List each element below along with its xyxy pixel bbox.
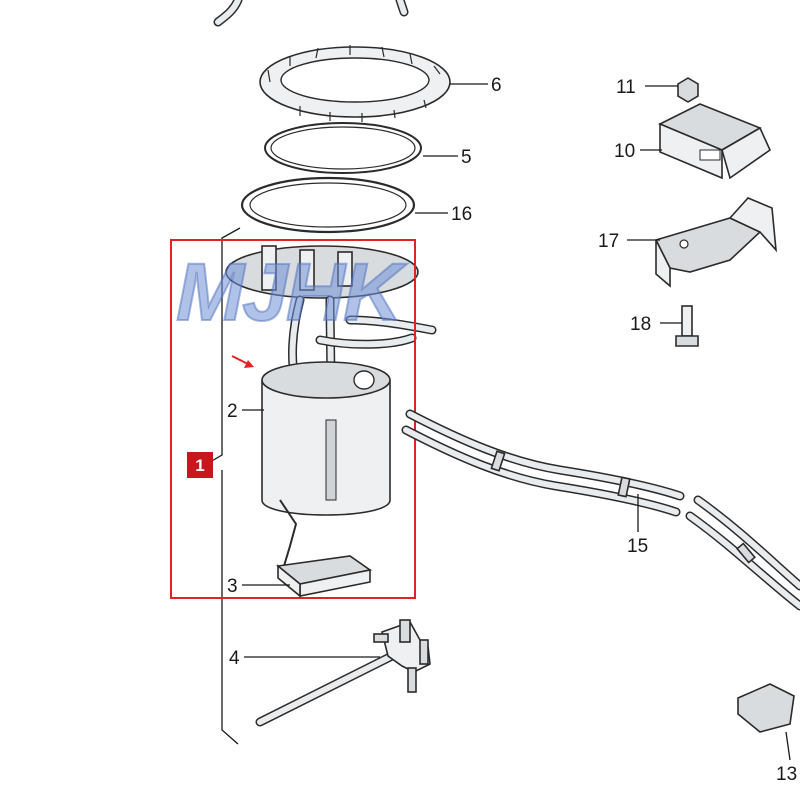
part-6-locking-ring [259, 45, 451, 122]
callout-5: 5 [461, 147, 472, 168]
callout-17: 17 [598, 231, 619, 252]
part-5-seal [264, 122, 422, 174]
part-10-control-unit [658, 103, 772, 180]
watermark: MJHK [176, 247, 408, 338]
svg-text:1: 1 [195, 456, 204, 475]
callout-13: 13 [776, 764, 797, 785]
part-15-fuel-lines [401, 409, 800, 611]
part-18-bolt [675, 305, 699, 347]
callout-16: 16 [451, 204, 472, 225]
callout-4: 4 [229, 648, 240, 669]
callout-6: 6 [491, 75, 502, 96]
callout-15: 15 [627, 536, 648, 557]
callout-11: 11 [616, 77, 636, 98]
highlight-badge: 1 [187, 452, 213, 478]
top-hose-fragments [213, 0, 409, 27]
red-arrowhead-icon [244, 360, 254, 368]
part-4-vent-valve [255, 619, 431, 727]
callout-18: 18 [630, 314, 651, 335]
part-1-fuel-pump-module [225, 245, 437, 598]
callout-3: 3 [227, 576, 238, 597]
part-13-cap [737, 683, 795, 733]
assembly-bracket [209, 227, 241, 745]
part-17-bracket [654, 197, 778, 288]
part-11-nut [677, 77, 699, 103]
callout-10: 10 [614, 141, 635, 162]
part-16-seal [240, 176, 416, 234]
callout-2: 2 [227, 401, 238, 422]
